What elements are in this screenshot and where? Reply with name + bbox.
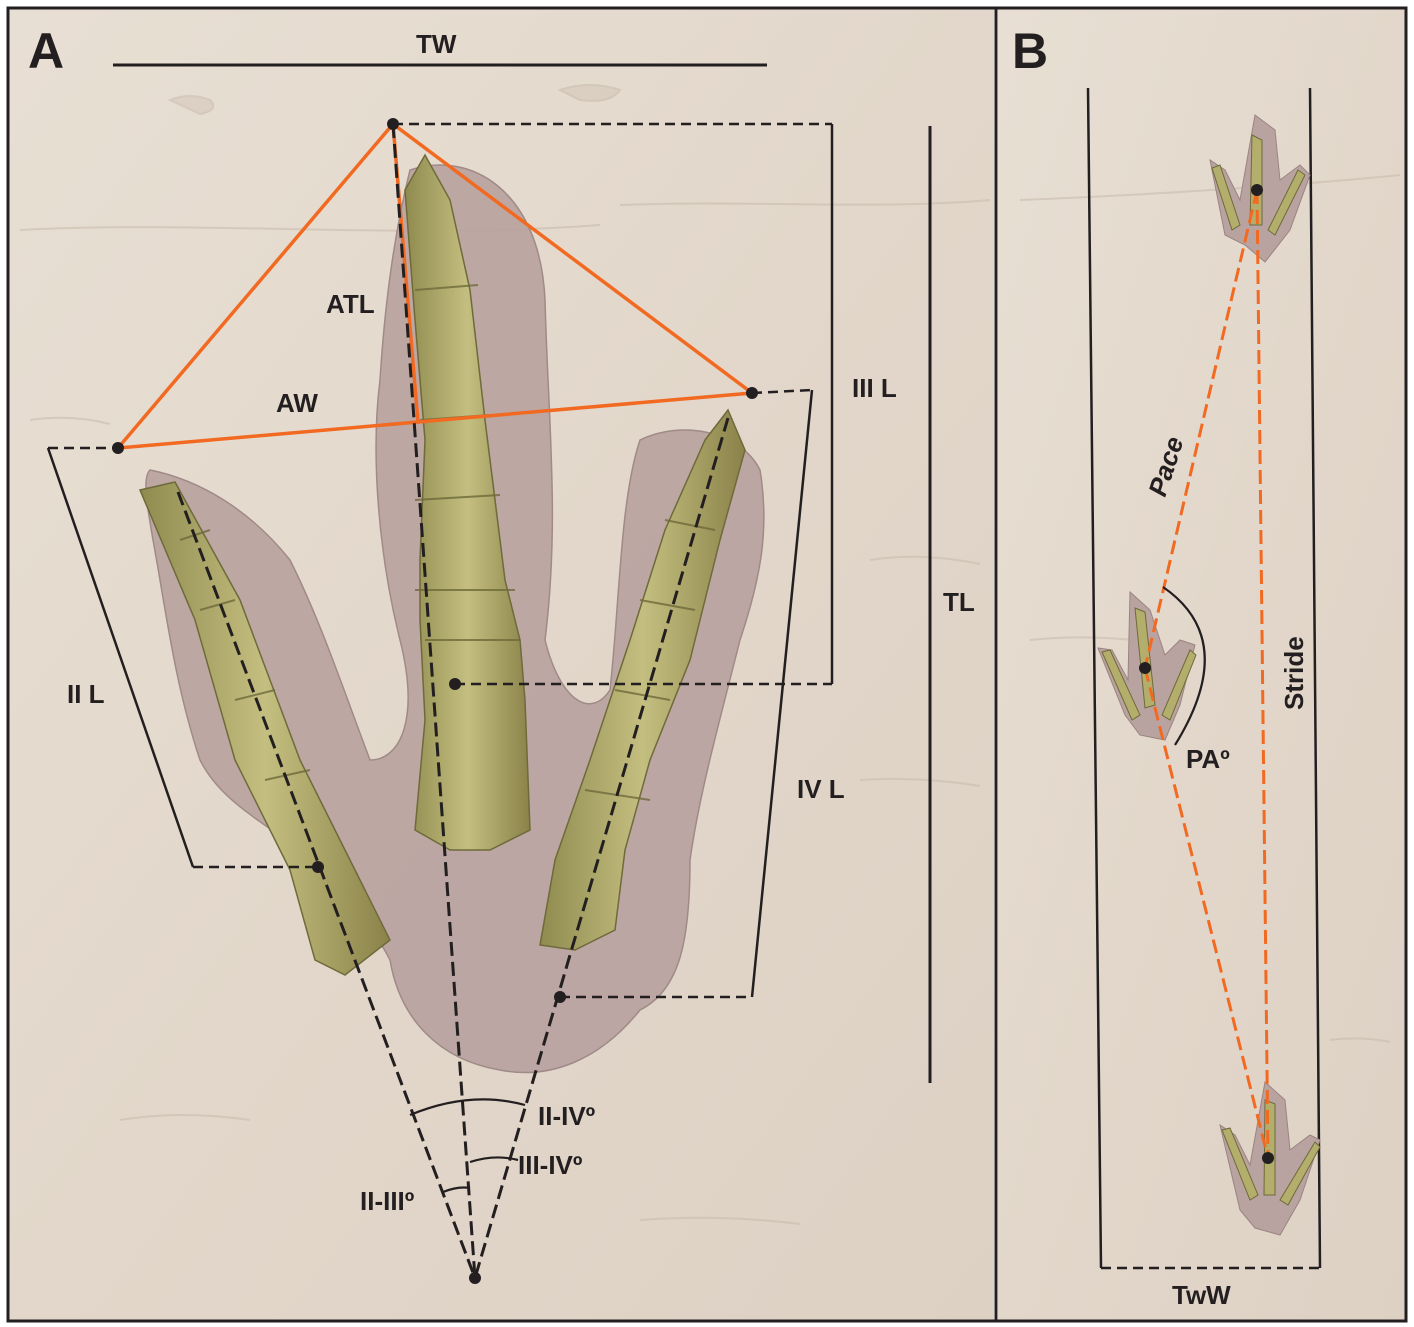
label-stride: Stride (1279, 636, 1309, 710)
label-atl: ATL (326, 289, 375, 319)
point-digit-iii-base (449, 678, 461, 690)
point-digit-iii-tip (387, 118, 399, 130)
point-track-top (1251, 184, 1263, 196)
panel-b-background (998, 8, 1406, 1321)
point-digit-ii-tip (112, 442, 124, 454)
label-tww: TwW (1172, 1280, 1231, 1310)
label-ii-iv-angle: II-IVº (538, 1101, 596, 1131)
label-iv-l: IV L (797, 774, 845, 804)
label-iii-iv-angle: III-IVº (518, 1150, 583, 1180)
label-tl: TL (943, 587, 975, 617)
label-pace-angle: PAº (1186, 744, 1230, 774)
label-tw: TW (416, 29, 457, 59)
panel-a: A TW ATL AW III L TL II L IV L II-IVº II… (8, 8, 994, 1321)
point-digit-iv-tip (746, 387, 758, 399)
point-track-bottom (1262, 1152, 1274, 1164)
label-iii-l: III L (852, 373, 897, 403)
panel-b: B Pace Stride PAº TwW (998, 8, 1406, 1321)
panel-b-letter: B (1012, 23, 1048, 79)
label-aw: AW (276, 388, 318, 418)
point-digit-ii-base (312, 861, 324, 873)
point-axes-vertex (469, 1272, 481, 1284)
label-ii-iii-angle: II-IIIº (360, 1186, 415, 1216)
label-ii-l: II L (67, 679, 105, 709)
point-track-middle (1139, 662, 1151, 674)
point-digit-iv-base (554, 991, 566, 1003)
panel-a-letter: A (28, 23, 64, 79)
